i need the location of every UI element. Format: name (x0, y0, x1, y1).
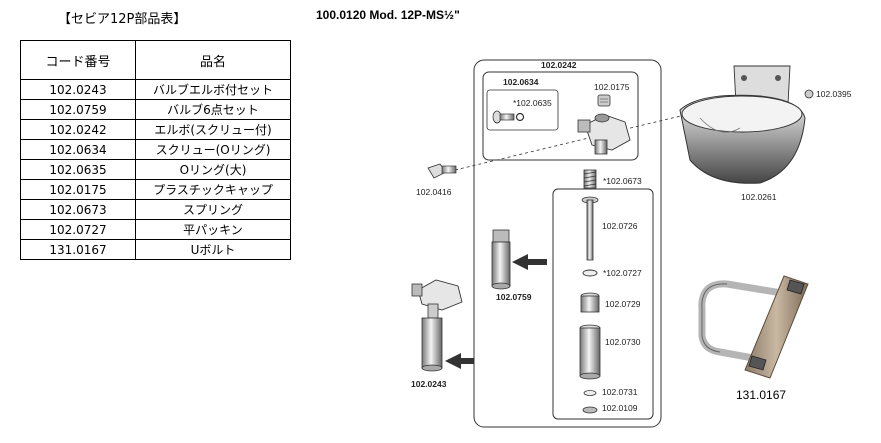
part-code: 102.0635 (20, 159, 136, 180)
part-name: Oリング(大) (135, 159, 291, 180)
screw-part-icon (492, 110, 525, 124)
spring-icon (583, 169, 597, 189)
arrow-left-icon (512, 254, 547, 270)
model-title: 100.0120 Mod. 12P-MS½" (316, 8, 460, 22)
gasket-icon (582, 269, 598, 277)
u-bolt-label: 131.0167 (736, 388, 787, 402)
part-name: プラスチックキャップ (135, 179, 291, 200)
arrow-left-icon (445, 353, 474, 369)
label-tube: 102.0730 (605, 337, 641, 347)
label-outer-box: 102.0242 (541, 60, 577, 70)
label-screw-left: 102.0416 (416, 187, 452, 197)
label-cap: 102.0175 (594, 82, 630, 92)
outer-assembly-box (473, 59, 662, 428)
part-name: スプリング (135, 199, 291, 220)
side-screw-icon (427, 163, 457, 179)
part-name: バルブエルボ付セット (135, 79, 291, 100)
bottom-nut-icon (582, 406, 598, 414)
parts-list-heading: 【セビア12P部品表】 (58, 12, 187, 27)
u-bolt-icon (698, 275, 809, 379)
label-gasket: *102.0727 (603, 268, 642, 278)
screw-detail-box (486, 89, 559, 131)
label-valve-set: 102.0759 (496, 292, 532, 302)
label-spring: *102.0673 (603, 176, 642, 186)
label-nut-right: 102.0395 (816, 89, 852, 99)
column-header-name: 品名 (135, 40, 291, 80)
plastic-cap-icon (597, 94, 611, 107)
label-sleeve: 102.0729 (605, 299, 641, 309)
valve-set-icon (491, 229, 511, 290)
part-code: 131.0167 (20, 239, 136, 260)
part-code: 102.0759 (20, 99, 136, 120)
label-valve-elbow-set: 102.0243 (411, 379, 447, 389)
valve-assembly-box (552, 188, 654, 420)
column-header-code: コード番号 (20, 40, 136, 80)
part-name: 平パッキン (135, 219, 291, 240)
washer-icon (583, 390, 597, 396)
table-header-row: コード番号 品名 (20, 40, 291, 80)
part-name: スクリュー(Oリング) (135, 139, 291, 160)
part-code: 102.0243 (20, 79, 136, 100)
elbow-part-icon (577, 113, 631, 155)
label-o-ring: *102.0635 (513, 98, 552, 108)
elbow-assembly-box (482, 71, 639, 161)
label-washer: 102.0731 (602, 387, 638, 397)
bowl-nut-icon (804, 89, 814, 99)
label-inner-box: 102.0634 (503, 77, 539, 87)
water-bowl-icon (679, 65, 806, 184)
valve-elbow-set-icon (411, 279, 463, 372)
sleeve-icon (580, 292, 600, 313)
part-name: バルブ6点セット (135, 99, 291, 120)
part-name: Uボルト (135, 239, 291, 260)
valve-stem-icon (581, 196, 599, 261)
label-bowl: 102.0261 (741, 192, 777, 202)
label-stem: 102.0726 (602, 221, 638, 231)
part-code: 102.0634 (20, 139, 136, 160)
part-code: 102.0727 (20, 219, 136, 240)
label-nut-bottom: 102.0109 (602, 403, 638, 413)
valve-tube-icon (579, 324, 601, 380)
